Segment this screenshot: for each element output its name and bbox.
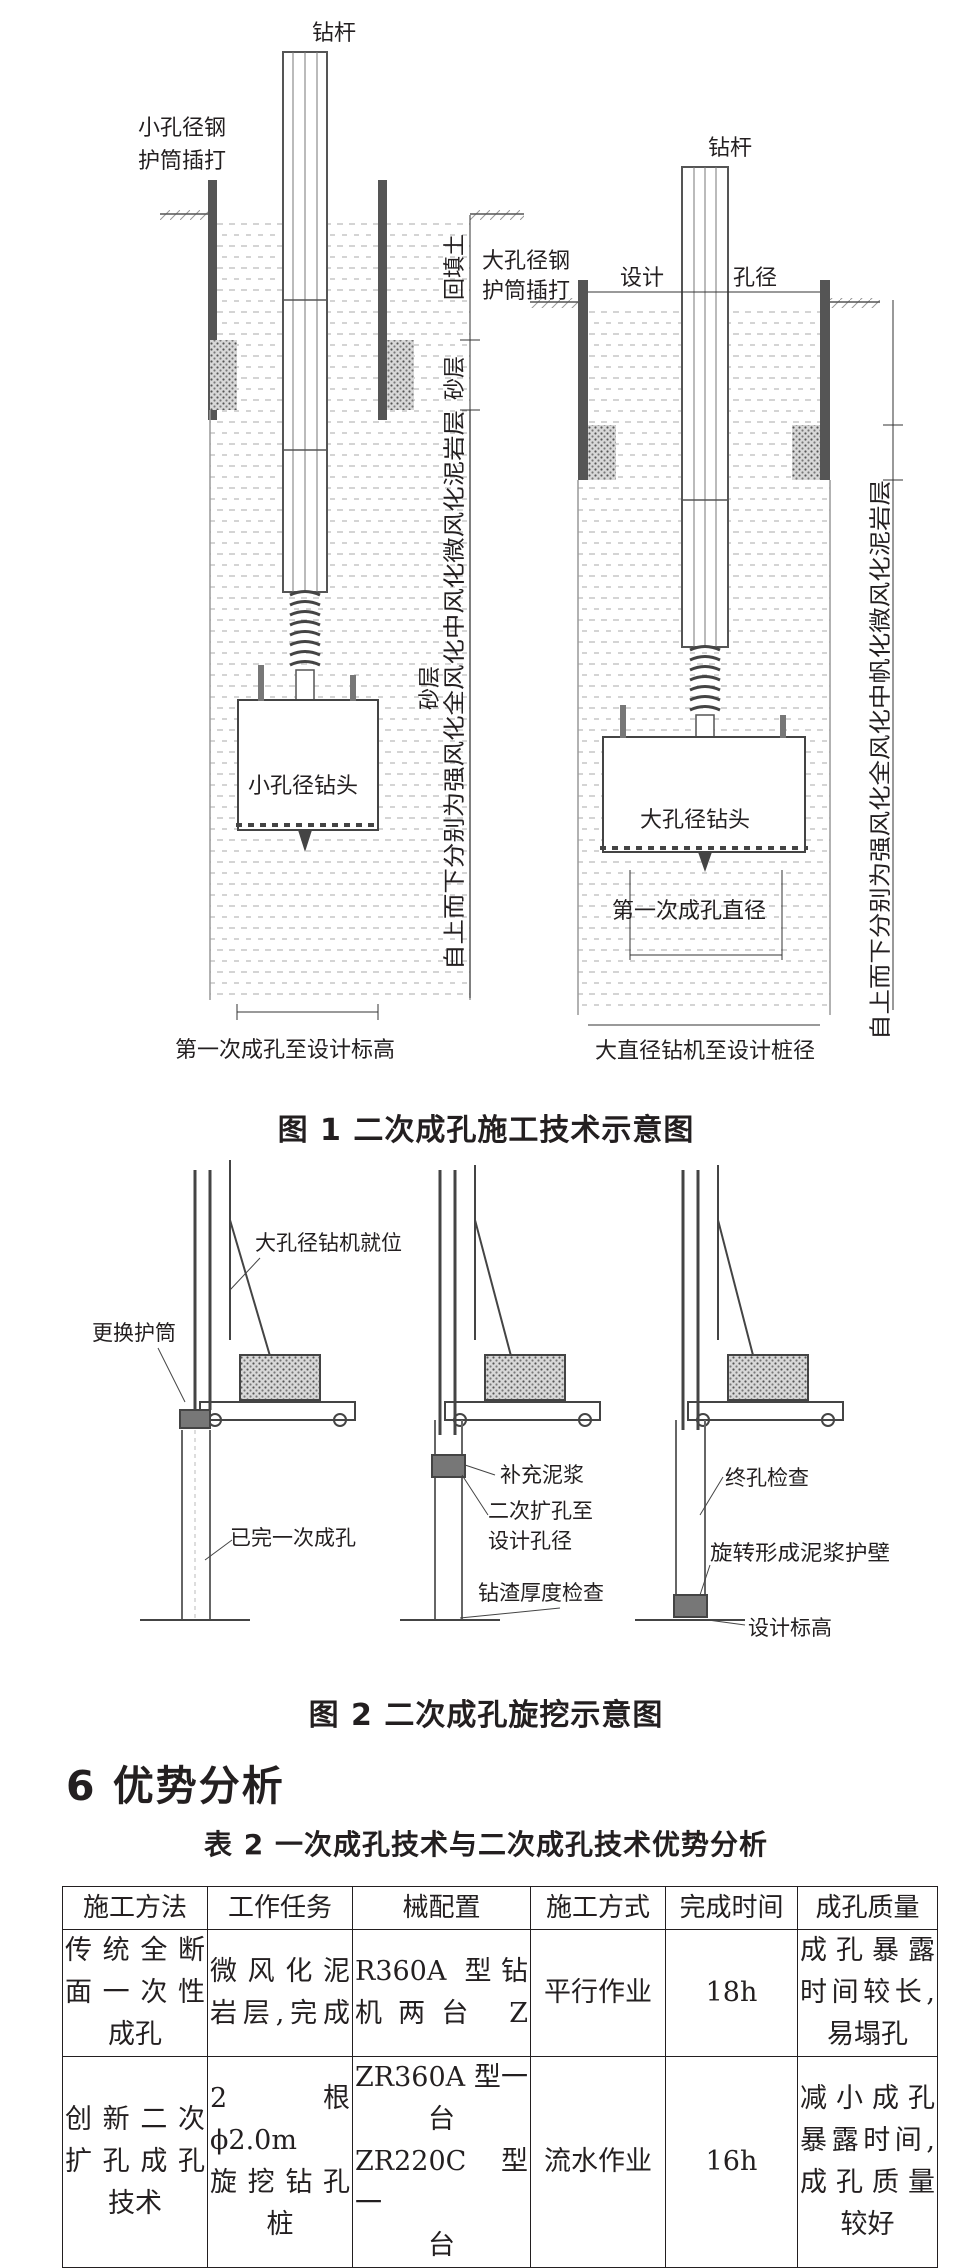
diameter-label: 孔径 xyxy=(733,266,777,291)
left-spring xyxy=(289,590,321,667)
cell-line: 面一次性 xyxy=(65,1977,205,2008)
change-casing-label: 更换护筒 xyxy=(92,1321,176,1345)
right-spring xyxy=(689,645,721,712)
right-layer-rock-label: 自上而下分别为强风化全风化中帆化微风化泥岩层 xyxy=(869,480,894,1040)
column-header: 完成时间 xyxy=(665,1886,798,1930)
layer-rock-label: 自上而下分别为强风化全风化中风化微风化泥岩层 xyxy=(443,410,468,970)
cell-line: 成孔 xyxy=(108,2019,162,2050)
right-head-label: 大孔径钻头 xyxy=(640,808,750,833)
cell-line: 台 xyxy=(428,2104,455,2135)
table-cell-quality: 成孔暴露 时间较长, 易塌孔 xyxy=(797,1929,938,2057)
cell-line: 传统全断 xyxy=(65,1935,205,1966)
column-header: 施工方法 xyxy=(62,1886,208,1930)
table-title: 表 2 一次成孔技术与二次成孔技术优势分析 xyxy=(204,1828,768,1861)
rig-position-label: 大孔径钻机就位 xyxy=(255,1231,402,1255)
rig-2 xyxy=(400,1165,601,1621)
left-casing-label: 小孔径钢 xyxy=(138,116,226,141)
cell-line: 岩层,完成 xyxy=(210,1998,350,2029)
finished-hole-label: 已完一次成孔 xyxy=(230,1526,356,1550)
layer-sand-label-2: 砂层 xyxy=(418,666,443,710)
table-cell-time: 18h xyxy=(665,1929,798,2057)
right-casing-label: 大孔径钢 xyxy=(482,249,570,274)
right-rod-label: 钻杆 xyxy=(708,136,752,161)
rig-1 xyxy=(140,1160,356,1621)
design-elev-label: 设计标高 xyxy=(748,1616,832,1640)
cell-line: 机两台 Z xyxy=(355,1998,528,2029)
right-casing-wall xyxy=(820,280,830,480)
table-header-row: 施工方法 工作任务 械配置 施工方式 完成时间 成孔质量 xyxy=(62,1886,938,1930)
right-drill-head xyxy=(602,736,806,853)
column-header: 工作任务 xyxy=(207,1886,353,1930)
cell-line: 桩 xyxy=(266,2209,294,2240)
left-casing-label: 护筒插打 xyxy=(138,149,226,174)
layer-fill-label: 回填土 xyxy=(443,234,468,300)
right-borehole xyxy=(530,166,903,1026)
column-header: 械配置 xyxy=(352,1886,531,1930)
right-bottom-label: 大直径钻机至设计桩径 xyxy=(595,1039,815,1064)
cell-line: 减小成孔 xyxy=(800,2083,935,2114)
cell-line: 2 根 ϕ2.0m xyxy=(210,2083,350,2156)
table-cell-equipment: R360A 型钻 机两台 Z xyxy=(352,1929,531,2057)
figure-2-diagram: 大孔径钻机就位 更换护筒 已完一次成孔 补充泥浆 二次扩孔至 设计孔径 钻渣厚度… xyxy=(92,1160,890,1640)
left-drill-head xyxy=(237,699,379,831)
table-cell-mode: 流水作业 xyxy=(530,2056,666,2268)
left-bottom-label: 第一次成孔至设计标高 xyxy=(175,1038,395,1063)
cell-line: ZR360A 型一 xyxy=(355,2062,528,2093)
design-label: 设计 xyxy=(620,266,664,291)
right-casing-wall xyxy=(578,280,588,480)
column-header: 成孔质量 xyxy=(797,1886,938,1930)
add-slurry-label: 补充泥浆 xyxy=(500,1463,584,1487)
cell-line: 成孔质量 xyxy=(800,2167,935,2198)
right-casing-label: 护筒插打 xyxy=(482,279,570,304)
cell-line: 技术 xyxy=(108,2188,162,2219)
layer-sand-label: 砂层 xyxy=(443,356,468,400)
cell-line: 微风化泥 xyxy=(210,1956,350,1987)
second-ream-label: 二次扩孔至 xyxy=(488,1499,593,1523)
cell-line: 较好 xyxy=(840,2209,895,2240)
rig-3 xyxy=(635,1165,844,1621)
cell-line: 创新二次 xyxy=(65,2104,205,2135)
figure-1-caption: 图 1 二次成孔施工技术示意图 xyxy=(277,1113,695,1148)
cell-line: 扩孔成孔 xyxy=(65,2146,205,2177)
cell-line: 暴露时间, xyxy=(800,2125,935,2156)
left-casing-wall xyxy=(378,180,387,420)
table-cell-task: 2 根 ϕ2.0m 旋挖钻孔 桩 xyxy=(207,2056,353,2268)
left-head-label: 小孔径钻头 xyxy=(248,774,358,799)
table-cell-task: 微风化泥 岩层,完成 xyxy=(207,1929,353,2057)
table-cell-mode: 平行作业 xyxy=(530,1929,666,2057)
section-heading: 6 优势分析 xyxy=(66,1762,285,1810)
second-ream-label: 设计孔径 xyxy=(488,1529,572,1553)
table-cell-method: 传统全断 面一次性 成孔 xyxy=(62,1929,208,2057)
figure-2-caption: 图 2 二次成孔旋挖示意图 xyxy=(308,1698,664,1733)
cell-line: 时间较长, xyxy=(800,1977,935,2008)
first-hole-label: 第一次成孔直径 xyxy=(612,899,766,924)
left-borehole xyxy=(160,51,524,1020)
table-cell-method: 创新二次 扩孔成孔 技术 xyxy=(62,2056,208,2268)
cell-line: 易塌孔 xyxy=(827,2019,908,2050)
final-check-label: 终孔检查 xyxy=(725,1466,809,1490)
cell-line: ZR220C 型一 xyxy=(355,2146,528,2219)
advantage-table: 施工方法 工作任务 械配置 施工方式 完成时间 成孔质量 传统全断 面一次性 成… xyxy=(62,1886,938,2268)
column-header: 施工方式 xyxy=(530,1886,666,1930)
cell-line: 台 xyxy=(428,2230,455,2261)
cell-line: 旋挖钻孔 xyxy=(210,2167,350,2198)
left-casing-wall xyxy=(208,180,217,420)
slurry-wall-label: 旋转形成泥浆护壁 xyxy=(710,1541,890,1565)
cell-line: 成孔暴露 xyxy=(800,1935,935,1966)
cell-line: R360A 型钻 xyxy=(355,1956,528,1987)
table-cell-time: 16h xyxy=(665,2056,798,2268)
figure-1-diagram: 钻杆 小孔径钢 护筒插打 小孔径钻头 第一次成孔至设计标高 回填土 砂层 自上而… xyxy=(138,21,903,1064)
left-rod-label: 钻杆 xyxy=(312,21,356,46)
table-row: 传统全断 面一次性 成孔 微风化泥 岩层,完成 R360A 型钻 机两台 Z 平… xyxy=(62,1929,938,2057)
slag-check-label: 钻渣厚度检查 xyxy=(478,1581,604,1605)
